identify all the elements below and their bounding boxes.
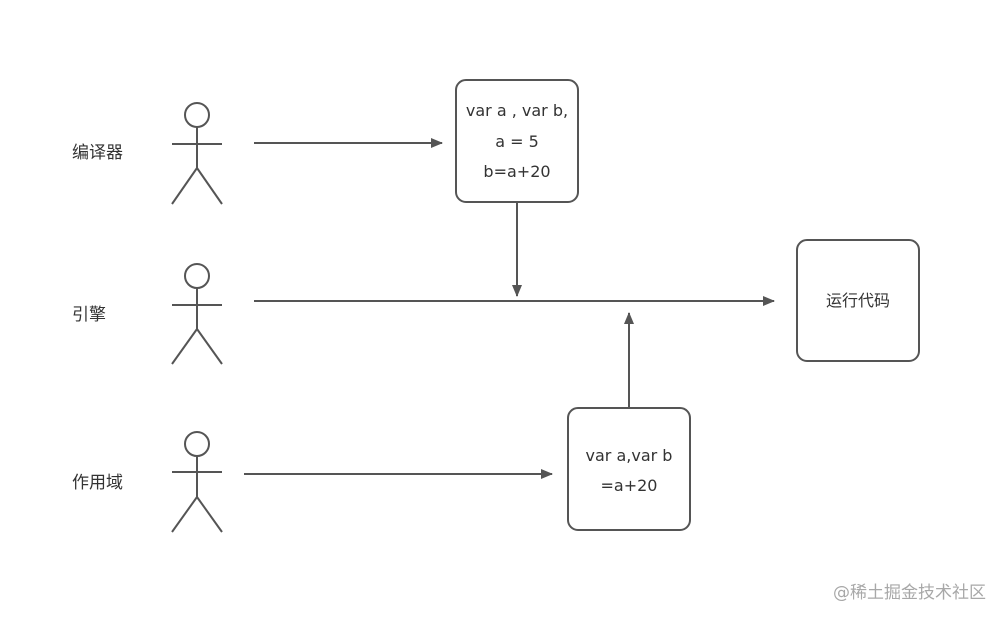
scope-output-line-1: var a,var b (586, 446, 673, 465)
compiler-output-line-1: var a , var b, (466, 101, 568, 120)
compiler-output-line-2: a = 5 (495, 132, 539, 151)
stick-figure-scope-icon (171, 431, 223, 533)
scope-output-line-2: =a+20 (601, 476, 658, 495)
compiler-output-line-3: b=a+20 (483, 162, 550, 181)
watermark: @稀土掘金技术社区 (833, 583, 986, 603)
scope-output-box (567, 407, 691, 531)
actor-label-scope: 作用域 (72, 473, 123, 493)
run-code-box (796, 239, 920, 362)
stick-figure-engine-icon (171, 263, 223, 365)
actor-label-compiler: 编译器 (72, 143, 123, 163)
actor-label-engine: 引擎 (72, 305, 106, 325)
stick-figure-compiler-icon (171, 102, 223, 205)
run-code-label: 运行代码 (826, 291, 890, 310)
compiler-output-box (455, 79, 579, 203)
